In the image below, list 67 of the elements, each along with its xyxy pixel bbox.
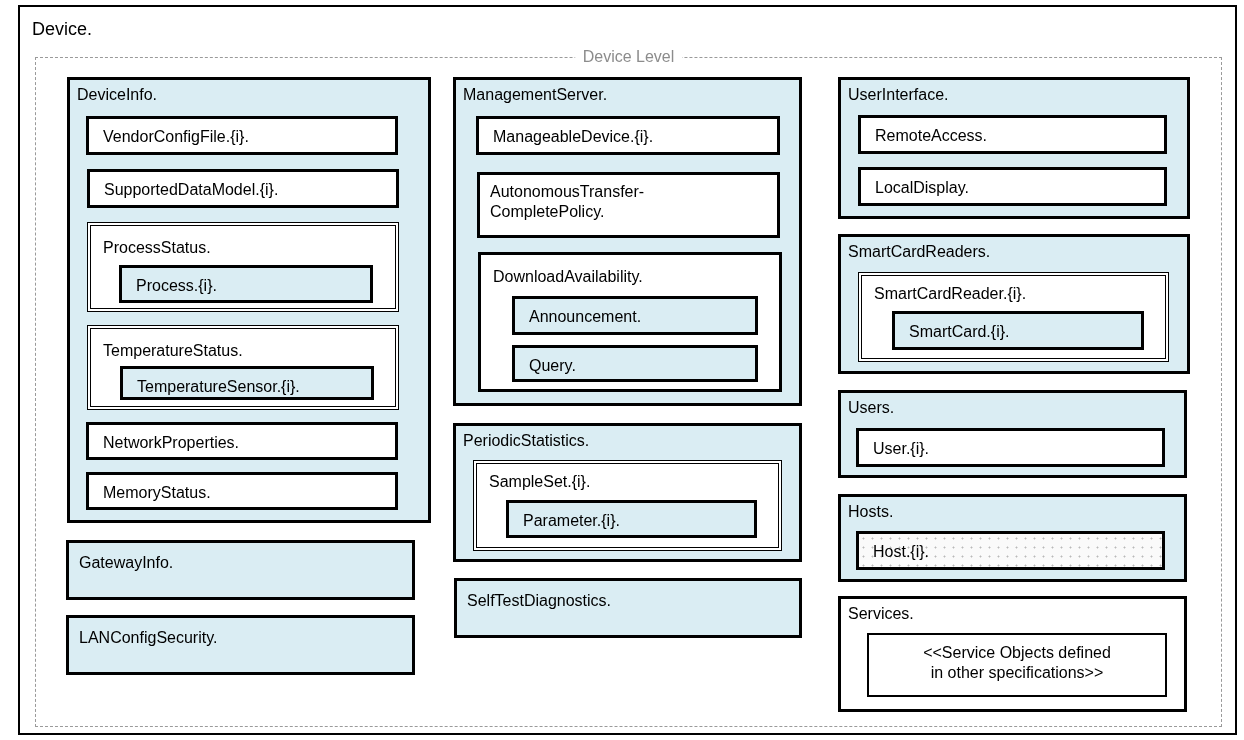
box-title: PeriodicStatistics. bbox=[463, 431, 591, 451]
object-box bbox=[838, 494, 1187, 582]
box-title: SampleSet.{i}. bbox=[489, 472, 592, 492]
object-box bbox=[858, 167, 1167, 206]
note-box bbox=[867, 633, 1167, 697]
object-box bbox=[120, 366, 374, 400]
box-label: Query. bbox=[529, 356, 577, 376]
object-box bbox=[838, 390, 1187, 478]
object-box bbox=[473, 460, 782, 551]
box-label: NetworkProperties. bbox=[103, 433, 241, 453]
box-title: UserInterface. bbox=[848, 85, 950, 105]
object-box bbox=[87, 169, 399, 208]
object-box bbox=[512, 296, 758, 335]
object-box bbox=[66, 615, 415, 675]
object-box bbox=[838, 77, 1190, 219]
box-label: SmartCard.{i}. bbox=[909, 322, 1011, 342]
box-label: VendorConfigFile.{i}. bbox=[103, 127, 250, 147]
object-box bbox=[476, 116, 780, 155]
box-label: TemperatureSensor.{i}. bbox=[137, 377, 301, 397]
object-box bbox=[86, 472, 398, 510]
object-box bbox=[506, 500, 757, 538]
object-box bbox=[453, 77, 802, 406]
box-label: Announcement. bbox=[529, 307, 643, 327]
box-label: Host.{i}. bbox=[873, 542, 931, 562]
box-title: DeviceInfo. bbox=[77, 85, 159, 105]
object-box bbox=[892, 311, 1144, 350]
object-box bbox=[86, 116, 398, 155]
box-title: DownloadAvailability. bbox=[493, 267, 644, 287]
object-box bbox=[66, 540, 415, 600]
box-label: SelfTestDiagnostics. bbox=[467, 591, 613, 611]
object-box bbox=[856, 531, 1165, 570]
box-label: ManageableDevice.{i}. bbox=[493, 127, 655, 147]
object-box bbox=[477, 172, 780, 238]
object-box bbox=[512, 345, 758, 382]
box-title: ProcessStatus. bbox=[103, 238, 212, 258]
box-label: Parameter.{i}. bbox=[523, 511, 621, 531]
box-label: AutonomousTransfer- CompletePolicy. bbox=[490, 182, 646, 222]
object-box bbox=[453, 423, 802, 562]
object-box bbox=[67, 77, 431, 523]
object-box bbox=[86, 422, 398, 460]
box-title: Hosts. bbox=[848, 502, 895, 522]
box-title: SmartCardReader.{i}. bbox=[874, 284, 1028, 304]
box-label: RemoteAccess. bbox=[875, 126, 989, 146]
box-label: GatewayInfo. bbox=[79, 553, 175, 573]
box-label: <<Service Objects defined in other specifications>> bbox=[922, 643, 1112, 683]
object-box bbox=[119, 265, 373, 303]
box-title: ManagementServer. bbox=[463, 85, 609, 105]
object-box bbox=[858, 115, 1167, 154]
box-title: Device. bbox=[32, 19, 94, 39]
object-box bbox=[856, 428, 1165, 467]
object-box bbox=[838, 596, 1187, 712]
box-label: User.{i}. bbox=[873, 439, 931, 459]
object-box bbox=[87, 222, 399, 312]
box-title: Users. bbox=[848, 398, 896, 418]
box-label: SupportedDataModel.{i}. bbox=[104, 180, 280, 200]
object-box bbox=[87, 325, 399, 410]
box-title: TemperatureStatus. bbox=[103, 341, 244, 361]
box-title: Services. bbox=[848, 604, 915, 624]
box-label: LANConfigSecurity. bbox=[79, 628, 219, 648]
object-box bbox=[454, 578, 802, 638]
box-label: Process.{i}. bbox=[136, 276, 218, 296]
box-label: LocalDisplay. bbox=[875, 178, 970, 198]
object-box bbox=[478, 252, 782, 392]
object-box bbox=[858, 272, 1169, 362]
box-label: MemoryStatus. bbox=[103, 483, 212, 503]
box-title: SmartCardReaders. bbox=[848, 242, 992, 262]
object-box bbox=[838, 234, 1190, 374]
